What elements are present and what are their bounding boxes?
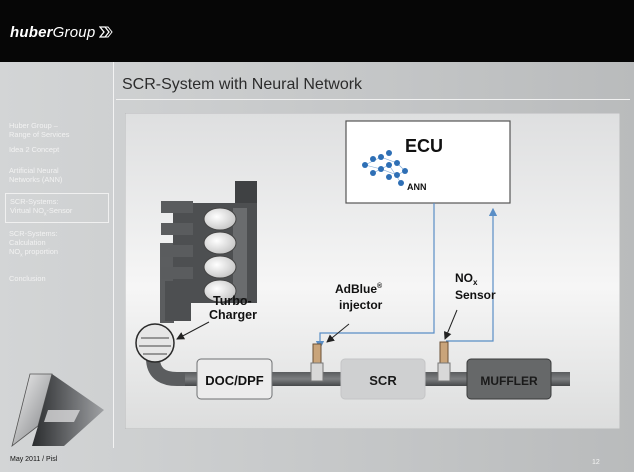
scr-label: SCR — [369, 373, 397, 388]
nav-item-text: NOx proportion — [9, 247, 109, 260]
injector-arrow — [326, 323, 350, 343]
ecu-box — [345, 120, 511, 204]
nav-item-conclusion[interactable]: Conclusion — [9, 274, 109, 283]
scr-box — [340, 358, 426, 400]
adblue-registered-mark: ® — [377, 282, 383, 290]
turbo-label-1: Turbo- — [213, 294, 252, 308]
header-bar: huberGroup — [0, 0, 634, 62]
sidebar-divider — [113, 62, 114, 448]
sensor-to-ecu-signal — [446, 207, 498, 342]
ann-label: ANN — [407, 182, 427, 192]
nox-sensor-icon — [437, 341, 451, 382]
nav-item-text: Networks (ANN) — [9, 175, 63, 184]
adblue-injector-icon — [310, 343, 324, 382]
nav-text-sub: x — [20, 252, 23, 259]
injector-label: injector — [339, 298, 383, 312]
doc-dpf-box — [196, 358, 273, 400]
title-divider — [116, 99, 630, 100]
nav-item-text: SCR-Systems: — [9, 229, 58, 238]
neuron-nodes — [362, 150, 408, 186]
nav-item-text: Conclusion — [9, 274, 46, 283]
slide-title: SCR-System with Neural Network — [122, 76, 363, 93]
turbo-label-2: Charger — [209, 308, 257, 322]
nav-item-text: Calculation — [9, 238, 46, 247]
brand-arrow-icon — [11, 373, 104, 448]
footer-date: May 2011 / Pisl — [10, 456, 58, 463]
nav-text-sub: x — [43, 211, 47, 218]
sensor-label: Sensor — [455, 288, 496, 302]
logo-bold-text: huber — [10, 24, 53, 41]
nox-label: NOx — [455, 271, 478, 287]
scr-system-diagram: Turbo- Charger ECU ANN AdBlue® injector … — [125, 113, 620, 429]
doc-dpf-label: DOC/DPF — [205, 373, 264, 388]
nav-item-range-of-services[interactable]: Huber Group – Range of Services — [9, 121, 109, 139]
turbocharger-icon — [135, 323, 175, 363]
engine-icon — [161, 181, 257, 321]
nav-item-text: Artificial Neural — [9, 166, 59, 175]
nav-item-nox-proportion[interactable]: SCR-Systems: Calculation NOx proportion — [9, 229, 109, 260]
nox-text: NO — [455, 271, 473, 285]
nav-item-text: Virtual NOx-Sensor — [10, 206, 108, 219]
logo-mark-icon — [99, 26, 113, 38]
page-number: 12 — [592, 459, 600, 466]
nox-subscript: x — [473, 278, 478, 287]
nav-item-ann[interactable]: Artificial Neural Networks (ANN) — [9, 166, 109, 184]
sensor-arrow — [443, 309, 458, 340]
nav-text-part: NO — [9, 247, 21, 256]
nav-item-text: SCR-Systems: — [10, 197, 59, 206]
turbo-arrow — [176, 321, 210, 340]
nav-item-text: Huber Group – — [9, 121, 58, 130]
nav-text-part: Virtual NO — [10, 206, 44, 215]
nav-item-virtual-nox-sensor[interactable]: SCR-Systems: Virtual NOx-Sensor — [5, 193, 109, 224]
ecu-label: ECU — [405, 136, 443, 156]
nav-text-part: proportion — [22, 247, 58, 256]
logo-normal-text: Group — [52, 24, 96, 41]
muffler-label: MUFFLER — [480, 374, 538, 388]
nav-item-idea-2-concept[interactable]: Idea 2 Concept — [9, 145, 109, 154]
adblue-label: AdBlue® — [335, 282, 383, 296]
muffler-box — [466, 358, 552, 400]
adblue-text: AdBlue — [335, 282, 377, 296]
company-logo: huberGroup — [10, 24, 95, 41]
nav-item-text: Idea 2 Concept — [9, 145, 60, 154]
ecu-to-injector-signal — [315, 203, 435, 350]
nav-text-part: -Sensor — [46, 206, 73, 215]
nav-item-text: Range of Services — [9, 130, 70, 139]
